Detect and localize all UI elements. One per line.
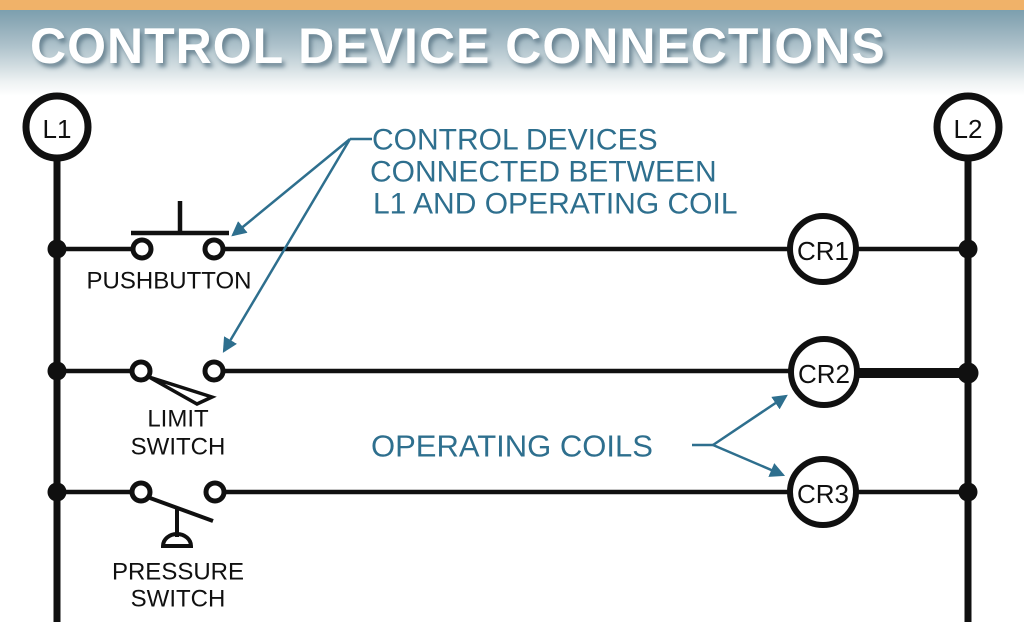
rung-pushbutton-cr1: PUSHBUTTON CR1 — [57, 201, 968, 295]
contact-circle — [129, 359, 153, 383]
contact-circle — [129, 480, 153, 504]
leader-arrow-to-pushbutton — [231, 138, 351, 237]
contact-circle — [203, 480, 227, 504]
leader-arrow-to-cr3 — [712, 443, 786, 477]
control-devices-note-line3: L1 AND OPERATING COIL — [373, 188, 738, 221]
limit-switch-label-line2: SWITCH — [131, 434, 226, 461]
rung-pressureswitch-cr3: PRESSURE SWITCH CR3 — [57, 456, 968, 613]
operating-coils-label: OPERATING COILS — [371, 429, 653, 464]
contact-circle — [202, 359, 226, 383]
coil-cr3: CR3 — [787, 456, 859, 528]
coil-cr1-label: CR1 — [797, 236, 849, 266]
limit-switch-symbol — [129, 359, 226, 406]
coil-cr2: CR2 — [788, 336, 860, 408]
pushbutton-symbol — [130, 201, 229, 261]
pushbutton-label: PUSHBUTTON — [87, 268, 252, 295]
page-title: CONTROL DEVICE CONNECTIONS — [30, 18, 886, 74]
left-power-rail: L1 — [22, 92, 92, 622]
contact-circle — [202, 237, 226, 261]
leader-arrow-to-limitswitch — [222, 138, 352, 353]
coil-circle — [787, 213, 859, 285]
l1-terminal-label: L1 — [43, 114, 72, 144]
coil-cr2-label: CR2 — [798, 359, 850, 389]
rung-limitswitch-cr2: LIMIT SWITCH CR2 — [57, 336, 968, 461]
right-power-rail: L2 — [933, 92, 1003, 622]
header-banner: CONTROL DEVICE CONNECTIONS — [0, 0, 1024, 96]
coil-circle — [787, 456, 859, 528]
control-devices-note-line2: CONNECTED BETWEEN — [370, 156, 717, 189]
coil-cr1: CR1 — [787, 213, 859, 285]
contact-circle — [130, 237, 154, 261]
annotation-operating-coils: OPERATING COILS — [371, 394, 788, 477]
pressure-switch-label-line1: PRESSURE — [112, 559, 244, 586]
pressure-switch-symbol — [129, 480, 227, 548]
header-accent-bar — [0, 0, 1024, 10]
l1-terminal-circle — [22, 92, 92, 162]
control-devices-note-line1: CONTROL DEVICES — [372, 124, 658, 157]
leader-arrow-to-cr2 — [712, 394, 788, 447]
pressure-switch-label-line2: SWITCH — [131, 586, 226, 613]
coil-circle — [788, 336, 860, 408]
coil-cr3-label: CR3 — [797, 479, 849, 509]
l2-terminal-circle — [933, 92, 1003, 162]
l2-terminal-label: L2 — [954, 114, 983, 144]
annotation-control-devices: CONTROL DEVICES CONNECTED BETWEEN L1 AND… — [222, 124, 738, 353]
limit-switch-label-line1: LIMIT — [147, 406, 209, 433]
